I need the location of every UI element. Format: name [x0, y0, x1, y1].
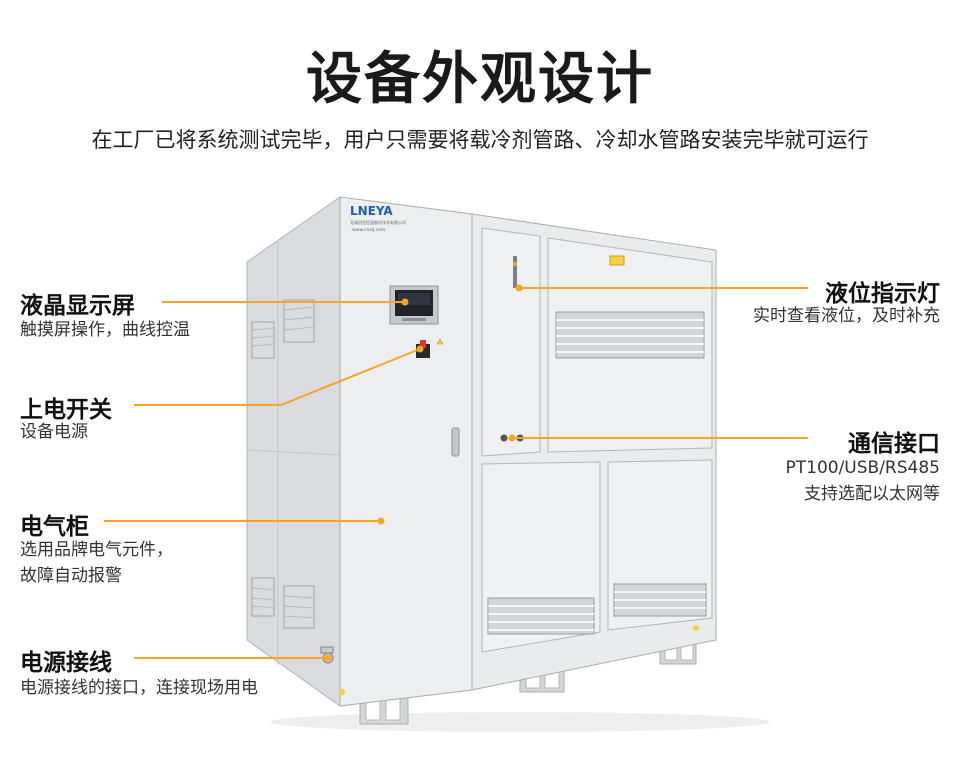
callout-power-wiring-desc: 电源接线的接口，连接现场用电	[20, 678, 258, 698]
lcd-touch-screen	[389, 285, 439, 325]
brand-logo: LNEYA 无锡冠亚恒温制冷技术有限公司 www.cnzlj.com	[350, 204, 406, 233]
svg-text:www.cnzlj.com: www.cnzlj.com	[352, 227, 385, 233]
callout-leader-lines	[104, 284, 808, 662]
callout-power-switch-desc: 设备电源	[20, 422, 88, 442]
callout-cabinet-desc-line1: 选用品牌电气元件，	[20, 540, 173, 560]
callout-lcd-desc: 触摸屏操作，曲线控温	[20, 320, 190, 340]
callout-lcd-title: 液晶显示屏	[20, 293, 135, 319]
callout-power-wiring-title: 电源接线	[20, 650, 112, 676]
callout-cabinet-desc-line2: 故障自动报警	[20, 566, 122, 586]
callout-cabinet-title: 电气柜	[20, 514, 89, 540]
vent-grille-upper	[555, 311, 705, 359]
svg-text:LNEYA: LNEYA	[350, 204, 393, 218]
callout-level-indicator-desc: 实时查看液位，及时补充	[753, 306, 940, 326]
svg-text:无锡冠亚恒温制冷技术有限公司: 无锡冠亚恒温制冷技术有限公司	[350, 219, 406, 225]
callout-level-indicator-title: 液位指示灯	[825, 281, 940, 307]
door-handle	[451, 427, 460, 457]
cabinet-side-panel	[246, 196, 341, 707]
callout-comm-port-desc-line2: 支持选配以太网等	[804, 484, 940, 504]
page-subtitle: 在工厂已将系统测试完毕，用户只需要将载冷剂管路、冷却水管路安装完毕就可运行	[91, 128, 869, 152]
callout-comm-port-title: 通信接口	[848, 431, 940, 457]
callout-power-switch-title: 上电开关	[20, 397, 112, 423]
callout-comm-port-desc-line1: PT100/USB/RS485	[785, 458, 941, 478]
page-title: 设备外观设计	[306, 47, 654, 112]
level-indicator-tube	[513, 256, 517, 288]
